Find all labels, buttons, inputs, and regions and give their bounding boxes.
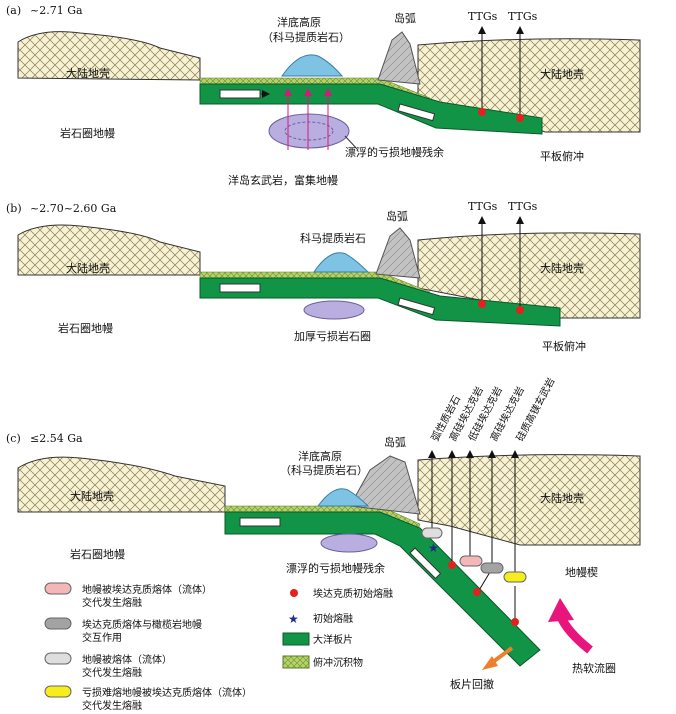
panel-b-tag: (b) bbox=[6, 202, 22, 215]
continent-left-label: 大陆地壳 bbox=[66, 261, 110, 275]
island-arc-label: 岛弧 bbox=[394, 11, 416, 25]
legend-pink-line2: 交代发生熔融 bbox=[82, 596, 142, 609]
island-arc-label: 岛弧 bbox=[386, 209, 408, 223]
island-arc bbox=[375, 227, 421, 279]
ttg-label-2: TTGs bbox=[508, 200, 538, 213]
adakite-melt-dot bbox=[478, 108, 486, 116]
thickened-lithosphere-label: 加厚亏损岩石圈 bbox=[294, 329, 371, 343]
adakite-melt-dot bbox=[516, 306, 524, 314]
island-arc bbox=[349, 455, 421, 515]
continent-right-label: 大陆地壳 bbox=[540, 491, 584, 505]
adakite-melt-dot bbox=[448, 561, 456, 569]
oib-label: 洋岛玄武岩，富集地幔 bbox=[228, 173, 338, 187]
legend: 地幔被埃达克质熔体（流体） 交代发生熔融 埃达克质熔体与橄榄岩地幔 交互作用 地… bbox=[44, 582, 393, 712]
legend-gray-line1: 埃达克质熔体与橄榄岩地幔 bbox=[82, 618, 202, 631]
legend-red-dot bbox=[290, 589, 298, 597]
residue-label: 漂浮的亏损地幔残余 bbox=[286, 561, 385, 575]
continent-right-label: 大陆地壳 bbox=[540, 67, 584, 81]
legend-sediment-label: 俯冲沉积物 bbox=[313, 656, 363, 669]
legend-yellow-line2: 交代发生熔融 bbox=[82, 699, 142, 712]
pink-melt-zone bbox=[459, 555, 483, 567]
panel-b-age: ~2.70~2.60 Ga bbox=[30, 202, 117, 215]
initial-melt-star: ★ bbox=[428, 541, 439, 555]
lithospheric-mantle-label: 岩石圈地幔 bbox=[60, 126, 115, 140]
slab-motion-arrow bbox=[219, 89, 261, 99]
island-arc-label: 岛弧 bbox=[384, 435, 406, 449]
slab-motion-arrow bbox=[219, 283, 261, 293]
legend-red-dot-label: 埃达克质初始熔融 bbox=[313, 587, 393, 600]
thermal-upwelling-label: 热软流圈 bbox=[572, 661, 616, 675]
legend-sediment-swatch bbox=[282, 655, 310, 669]
oceanic-plateau bbox=[281, 54, 344, 77]
continent-right bbox=[417, 454, 641, 546]
plateau-label-2: （科马提质岩石） bbox=[262, 30, 350, 44]
slab-rollback-label: 板片回撤 bbox=[450, 677, 494, 691]
ttg-label-1: TTGs bbox=[468, 200, 498, 213]
plateau-label-2: （科马提质岩石） bbox=[280, 463, 368, 477]
panel-a-age: ~2.71 Ga bbox=[30, 4, 83, 17]
mantle-wedge-label: 地幔楔 bbox=[565, 566, 598, 579]
legend-lightgray-line2: 交代发生熔融 bbox=[82, 666, 142, 679]
oceanic-slab bbox=[199, 277, 561, 327]
legend-slab-label: 大洋板片 bbox=[313, 633, 353, 646]
komatiite-body bbox=[313, 252, 370, 273]
legend-star: ★ bbox=[288, 612, 299, 626]
slab-motion-arrow-2 bbox=[397, 103, 436, 122]
plateau-label-1: 洋底高原 bbox=[298, 449, 342, 463]
legend-pink-line1: 地幔被埃达克质熔体（流体） bbox=[82, 583, 212, 596]
legend-star-label: 初始熔融 bbox=[313, 612, 353, 625]
flat-subduction-label: 平板俯冲 bbox=[540, 149, 584, 163]
panel-a-tag: (a) bbox=[6, 4, 21, 17]
slab-motion-arrow bbox=[239, 517, 281, 527]
legend-yellow-swatch bbox=[44, 685, 72, 698]
panel-c-age: ≤2.54 Ga bbox=[30, 432, 83, 445]
panel-b: (b) ~2.70~2.60 Ga 大陆地壳 大陆地壳 岛弧 科马提质岩石 加厚… bbox=[6, 200, 641, 353]
legend-gray-line2: 交互作用 bbox=[82, 631, 122, 644]
lithospheric-mantle-label: 岩石圈地幔 bbox=[58, 321, 113, 335]
adakite-melt-dot bbox=[478, 300, 486, 308]
island-arc bbox=[377, 31, 421, 85]
oceanic-plateau bbox=[317, 488, 370, 507]
dark-gray-melt-zone bbox=[480, 562, 504, 574]
yellow-melt-zone bbox=[503, 571, 527, 583]
panel-a: (a) ~2.71 Ga 大陆地壳 大陆地壳 岛弧 洋底高原 （科马提质岩石） … bbox=[6, 4, 641, 187]
floating-residue bbox=[320, 533, 378, 553]
oceanic-slab bbox=[199, 83, 543, 135]
legend-pink-swatch bbox=[44, 582, 72, 595]
ttg-label-1: TTGs bbox=[468, 10, 498, 23]
floating-residue bbox=[268, 113, 350, 149]
rock-label: 硅质高镁玄武岩 bbox=[513, 375, 557, 443]
legend-yellow-line1: 亏损难熔地幔被埃达克质熔体（流体） bbox=[82, 686, 252, 699]
adakite-melt-dot bbox=[473, 588, 481, 596]
slab-motion-arrow-2 bbox=[409, 547, 442, 580]
legend-gray-swatch bbox=[44, 617, 72, 630]
slab-motion-arrow-2 bbox=[397, 297, 436, 316]
ttg-label-2: TTGs bbox=[508, 10, 538, 23]
continent-left bbox=[17, 31, 201, 81]
panel-c-tag: (c) bbox=[6, 432, 21, 445]
adakite-melt-dot bbox=[511, 618, 519, 626]
adakite-melt-dot bbox=[516, 114, 524, 122]
light-gray-melt-zone bbox=[421, 527, 443, 539]
continent-left bbox=[17, 224, 201, 276]
leader-line bbox=[344, 135, 359, 151]
lithospheric-mantle-label: 岩石圈地幔 bbox=[70, 547, 125, 561]
thickened-lithosphere bbox=[303, 300, 365, 320]
continent-left-label: 大陆地壳 bbox=[70, 489, 114, 503]
legend-lightgray-swatch bbox=[44, 652, 72, 665]
continent-right-label: 大陆地壳 bbox=[540, 261, 584, 275]
komatiite-label: 科马提质岩石 bbox=[300, 231, 366, 245]
legend-slab-swatch bbox=[282, 632, 310, 646]
flat-subduction-label: 平板俯冲 bbox=[542, 339, 586, 353]
melt-leader bbox=[477, 571, 491, 593]
residue-label: 漂浮的亏损地幔残余 bbox=[345, 145, 444, 159]
continent-left bbox=[17, 456, 226, 513]
rock-label-group: 弧性质岩石 高硅埃达克岩 低硅埃达克岩 高硅埃达克岩 硅质高镁玄武岩 bbox=[428, 375, 557, 443]
continent-left-label: 大陆地壳 bbox=[66, 66, 110, 80]
plateau-label-1: 洋底高原 bbox=[277, 15, 321, 29]
legend-lightgray-line1: 地幔被熔体（流体） bbox=[82, 653, 172, 666]
